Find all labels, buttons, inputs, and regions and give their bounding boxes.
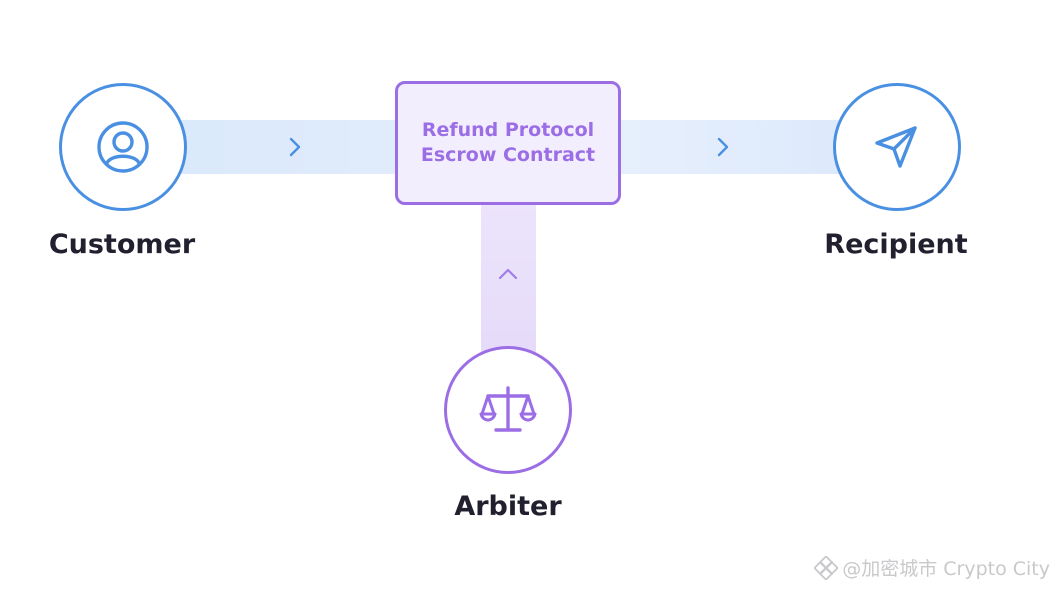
recipient-node bbox=[833, 83, 961, 211]
arbiter-node bbox=[444, 346, 572, 474]
escrow-contract-box: Refund Protocol Escrow Contract bbox=[395, 81, 621, 205]
chevron-right-icon bbox=[289, 137, 301, 157]
contract-title-line1: Refund Protocol bbox=[421, 119, 595, 141]
watermark-text: @加密城市 Crypto City bbox=[842, 558, 1050, 580]
binance-logo-icon bbox=[814, 555, 839, 580]
user-circle-icon bbox=[97, 121, 149, 173]
customer-label: Customer bbox=[48, 229, 196, 260]
send-icon bbox=[875, 126, 917, 168]
watermark: @加密城市 Crypto City bbox=[814, 554, 1050, 581]
contract-title-line2: Escrow Contract bbox=[420, 144, 596, 166]
chevron-up-icon bbox=[498, 268, 518, 280]
arbiter-label: Arbiter bbox=[454, 491, 562, 522]
customer-node bbox=[59, 83, 187, 211]
recipient-label: Recipient bbox=[824, 229, 968, 260]
chevron-right-icon bbox=[717, 137, 729, 157]
scales-icon bbox=[479, 386, 537, 432]
